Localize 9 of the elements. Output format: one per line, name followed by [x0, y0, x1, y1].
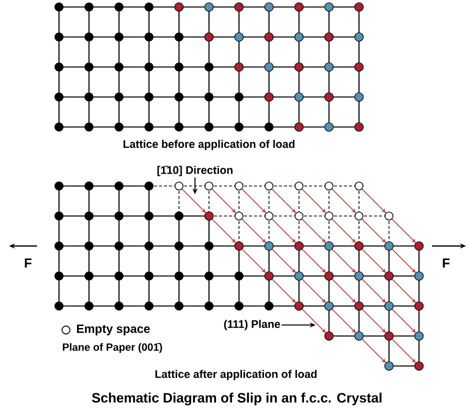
legend-text: Empty space	[77, 324, 150, 336]
annotation-text: [1̄10] Direction	[157, 166, 232, 176]
figure-caption: Schematic Diagram of Slip in an f.c.c. Crystal	[92, 392, 382, 406]
caption-text: Lattice before application of load	[124, 140, 294, 150]
caption-text: Lattice after application of load	[155, 370, 317, 380]
plane-label: Plane of Paper (001̄)	[62, 343, 162, 353]
annotation-text: (111) Plane	[224, 320, 280, 330]
force-label: F	[442, 258, 450, 268]
force-label: F	[24, 258, 32, 268]
